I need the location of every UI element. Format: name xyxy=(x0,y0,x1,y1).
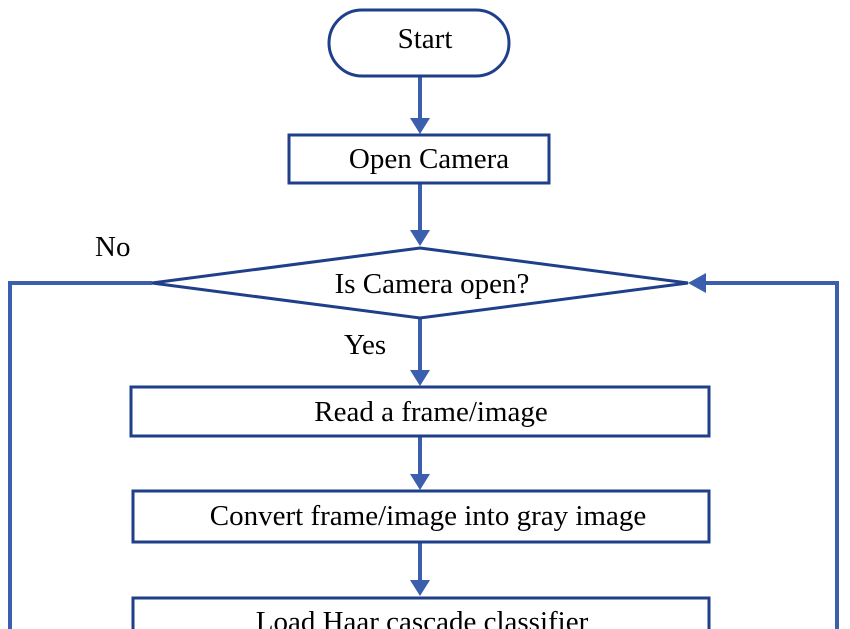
decision-label: Is Camera open? xyxy=(335,268,530,300)
open-camera-label: Open Camera xyxy=(349,143,509,175)
yes-label: Yes xyxy=(344,329,386,361)
arrowhead-convert xyxy=(410,474,430,490)
load-classifier-label: Load Haar cascade classifier xyxy=(256,606,589,629)
convert-gray-box xyxy=(131,489,711,544)
start-node: Start xyxy=(327,8,511,78)
read-frame-label: Read a frame/image xyxy=(314,396,548,428)
no-label: No xyxy=(95,231,130,263)
connector-no-branch xyxy=(8,281,152,629)
connector-loop-back xyxy=(704,281,839,629)
start-label: Start xyxy=(398,23,453,55)
connectors xyxy=(8,76,839,629)
decision-diamond xyxy=(151,246,689,320)
decision-node: Is Camera open? xyxy=(151,246,689,320)
read-frame-box xyxy=(129,385,711,438)
arrowhead-open-camera xyxy=(410,118,430,134)
load-classifier-node: Load Haar cascade classifier xyxy=(131,596,711,629)
start-terminator xyxy=(327,8,511,78)
load-classifier-box xyxy=(131,596,711,629)
convert-gray-label: Convert frame/image into gray image xyxy=(210,500,646,532)
arrowhead-read-frame xyxy=(410,370,430,386)
arrowhead-loop-back xyxy=(688,273,706,293)
open-camera-node: Open Camera xyxy=(287,133,551,185)
open-camera-box xyxy=(287,133,551,185)
arrowhead-load-classifier xyxy=(410,580,430,596)
arrowhead-decision xyxy=(410,230,430,246)
convert-gray-node: Convert frame/image into gray image xyxy=(131,489,711,544)
read-frame-node: Read a frame/image xyxy=(129,385,711,438)
